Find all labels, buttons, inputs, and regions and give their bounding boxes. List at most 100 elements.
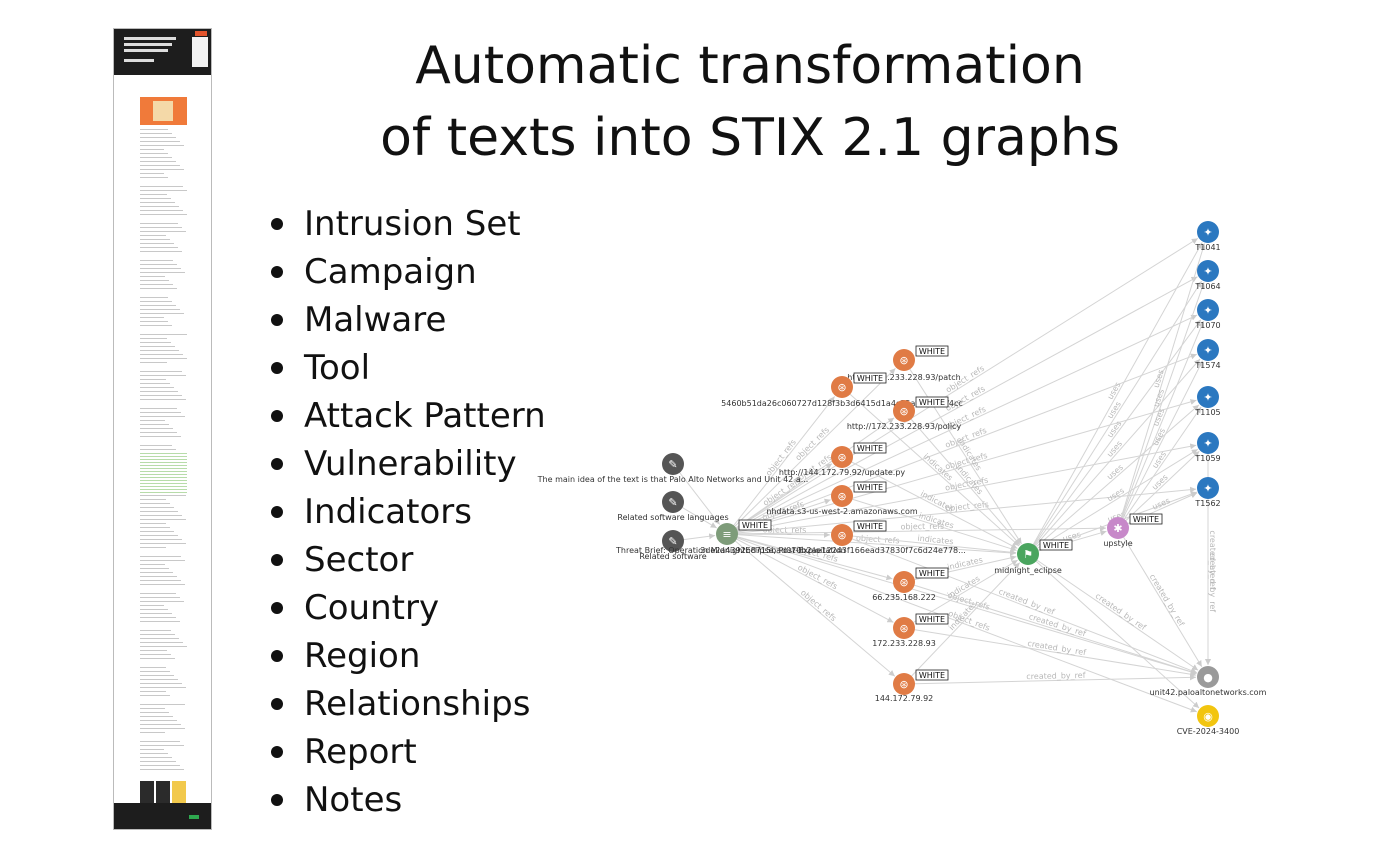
graph-edge [1027,319,1202,555]
graph-node-t1059[interactable]: ✦T1059 [1194,432,1221,463]
graph-edge [726,533,1197,675]
graph-edge [903,359,1022,545]
source-article-thumbnail [113,28,212,830]
node-label: 5460b51da26c060727d128f3b3d6415d1a4c25af… [721,399,963,408]
graph-node-t1105[interactable]: ✦T1105 [1194,386,1221,417]
malware-node-icon[interactable] [1107,517,1129,539]
graph-edge [726,396,835,535]
attack-pattern-glyph-icon: ✦ [1203,304,1212,317]
graph-edge [726,237,1199,535]
edge-label: uses [1105,486,1125,503]
graph-edge [726,533,893,581]
attack-pattern-node-icon[interactable] [1197,339,1219,361]
tlp-marking-label: WHITE [857,374,883,383]
graph-edge [903,627,1197,678]
tlp-marking-badge [1039,539,1073,551]
edge-label: object_refs [799,588,838,623]
graph-node-t1064[interactable]: ✦T1064 [1194,260,1221,291]
graph-node-identity[interactable]: ●unit42.paloaltonetworks.com [1150,666,1267,697]
graph-edge [841,534,1197,674]
indicator-node-icon[interactable] [893,349,915,371]
bullet-item: Attack Pattern [268,392,546,440]
tlp-marking-label: WHITE [919,398,945,407]
indicator-glyph-icon: ⊛ [837,451,846,464]
node-label: upstyle [1103,539,1132,548]
indicator-node-icon[interactable] [831,524,853,546]
identity-node-icon[interactable] [1197,666,1219,688]
attack-pattern-node-icon[interactable] [1197,260,1219,282]
attack-pattern-node-icon[interactable] [1197,299,1219,321]
indicator-node-icon[interactable] [893,400,915,422]
bullet-item: Tool [268,344,546,392]
report-node-icon[interactable] [716,523,738,545]
graph-node-i_ip2[interactable]: ⊛ WHITE 172.233.228.93 [872,613,949,648]
attack-pattern-node-icon[interactable] [1197,221,1219,243]
graph-node-n1[interactable]: ✎The main idea of the text is that Palo … [537,453,809,484]
indicator-node-icon[interactable] [831,446,853,468]
graph-edge [726,533,896,677]
graph-node-n2[interactable]: ✎Related software languages [617,491,729,522]
indicator-node-icon[interactable] [893,571,915,593]
graph-node-i_update[interactable]: ⊛ WHITE http://144.172.79.92/update.py [779,442,906,477]
campaign-glyph-icon: ⚑ [1023,548,1033,561]
graph-node-i_hash2[interactable]: ⊛WHITE3de2a4392b8715bad070b2ae12243f166e… [700,520,966,555]
note-glyph-icon: ✎ [668,458,677,471]
attack-pattern-node-icon[interactable] [1197,386,1219,408]
graph-edge [1027,358,1201,555]
tlp-marking-label: WHITE [857,444,883,453]
graph-node-cve[interactable]: ◉CVE-2024-3400 [1177,705,1240,736]
node-label: http://144.172.79.92/update.py [779,468,906,477]
bullet-item: Sector [268,536,546,584]
graph-node-t1574[interactable]: ✦T1574 [1194,339,1221,370]
edge-label: created_by_ref [997,587,1056,617]
graph-node-t1041[interactable]: ✦T1041 [1194,221,1221,252]
graph-edge [726,276,1198,535]
indicator-node-icon[interactable] [831,376,853,398]
node-label: 3de2a4392b8715bad070b2ae12243f166ead3783… [700,546,966,555]
tlp-marking-badge [853,442,887,454]
note-node-icon[interactable] [662,530,684,552]
node-label: http://172.233.228.93/policy [847,422,962,431]
indicator-node-icon[interactable] [831,485,853,507]
campaign-node-icon[interactable] [1017,543,1039,565]
graph-edge [1027,448,1199,555]
edge-label: uses [1151,496,1171,512]
graph-node-n3[interactable]: ✎Related software [639,530,707,561]
tlp-marking-label: WHITE [919,615,945,624]
graph-edge [903,562,1021,685]
malware-glyph-icon: ✱ [1113,522,1122,535]
note-node-icon[interactable] [662,491,684,513]
graph-node-i_hash[interactable]: ⊛WHITE5460b51da26c060727d128f3b3d6415d1a… [721,372,963,408]
node-label: midnight_eclipse [994,566,1062,575]
graph-node-t1562[interactable]: ✦T1562 [1194,477,1221,508]
graph-edge [841,456,1018,549]
graph-node-t1070[interactable]: ✦T1070 [1194,299,1221,330]
indicator-node-icon[interactable] [893,617,915,639]
edge-label: uses [1106,381,1123,401]
attack-pattern-node-icon[interactable] [1197,432,1219,454]
note-node-icon[interactable] [662,453,684,475]
graph-edge [726,368,896,535]
attack-pattern-node-icon[interactable] [1197,477,1219,499]
thumbnail-card [172,781,186,805]
indicator-node-icon[interactable] [893,673,915,695]
graph-edge [1027,553,1199,671]
graph-edge [903,410,1021,546]
vulnerability-node-icon[interactable] [1197,705,1219,727]
indicator-glyph-icon: ⊛ [899,622,908,635]
bullet-item: Region [268,632,546,680]
bullet-item: Intrusion Set [268,200,546,248]
report-glyph-icon: ≡ [722,528,731,541]
bullet-item: Notes [268,776,546,824]
node-label: 172.233.228.93 [872,639,936,648]
tlp-marking-badge [853,481,887,493]
slide-title: Automatic transformation of texts into S… [380,30,1120,174]
